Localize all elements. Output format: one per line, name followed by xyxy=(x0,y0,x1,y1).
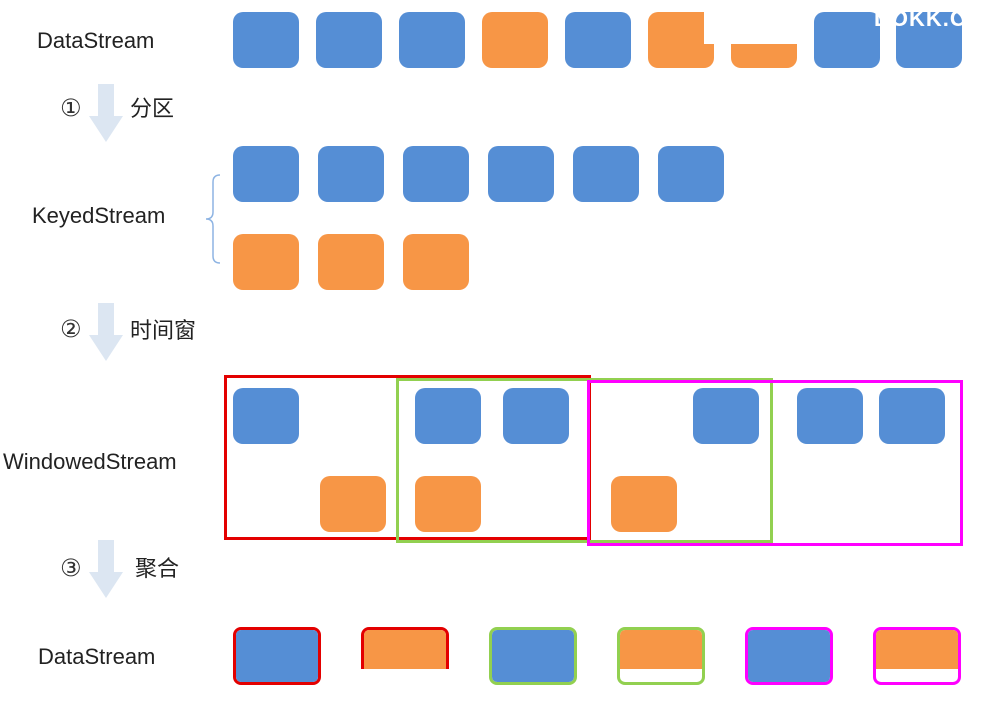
keyed-blue-element xyxy=(658,146,724,202)
windowed-blue-element xyxy=(415,388,481,444)
result-magenta-orange xyxy=(873,627,961,685)
datastream-element xyxy=(814,12,880,68)
datastream-top-label: DataStream xyxy=(37,28,155,53)
datastream-element xyxy=(648,12,714,68)
step-1-number: ① xyxy=(60,95,82,122)
windowed-orange-element xyxy=(320,476,386,532)
step-2-down-arrow-icon xyxy=(89,303,123,361)
keyed-orange-element xyxy=(403,234,469,290)
datastream-element xyxy=(565,12,631,68)
windowed-orange-element xyxy=(611,476,677,532)
datastream-element xyxy=(482,12,548,68)
windowed-blue-element xyxy=(879,388,945,444)
step-2-text: 时间窗 xyxy=(130,318,197,343)
keyed-blue-element xyxy=(318,146,384,202)
datastream-element xyxy=(896,12,962,68)
datastream-element xyxy=(316,12,382,68)
step-1-text: 分区 xyxy=(130,96,175,121)
keyedstream-label: KeyedStream xyxy=(32,203,166,228)
partition-brace xyxy=(205,174,221,264)
windowedstream-label: WindowedStream xyxy=(3,449,177,474)
time-window-green xyxy=(396,378,773,543)
windowed-orange-element xyxy=(415,476,481,532)
time-window-magenta xyxy=(587,380,963,546)
watermark-text: DOKK.C xyxy=(874,6,967,31)
keyed-blue-element xyxy=(233,146,299,202)
windowed-blue-element xyxy=(503,388,569,444)
result-red-blue xyxy=(233,627,321,685)
result-red-orange xyxy=(361,627,449,669)
step-1-down-arrow-icon xyxy=(89,84,123,142)
datastream-element xyxy=(233,12,299,68)
result-magenta-blue xyxy=(745,627,833,685)
windowed-blue-element xyxy=(233,388,299,444)
result-green-blue xyxy=(489,627,577,685)
step-3-text: 聚合 xyxy=(135,556,180,581)
windowed-blue-element xyxy=(797,388,863,444)
step-2-number: ② xyxy=(60,316,82,343)
keyed-blue-element xyxy=(573,146,639,202)
windowed-blue-element xyxy=(693,388,759,444)
step-3-number: ③ xyxy=(60,555,82,582)
keyed-orange-element xyxy=(233,234,299,290)
keyed-orange-element xyxy=(318,234,384,290)
datastream-bottom-label: DataStream xyxy=(38,644,156,669)
result-green-orange xyxy=(617,627,705,685)
datastream-element xyxy=(399,12,465,68)
keyed-blue-element xyxy=(488,146,554,202)
step-3-down-arrow-icon xyxy=(89,540,123,598)
keyed-blue-element xyxy=(403,146,469,202)
watermark-cover xyxy=(704,0,800,44)
